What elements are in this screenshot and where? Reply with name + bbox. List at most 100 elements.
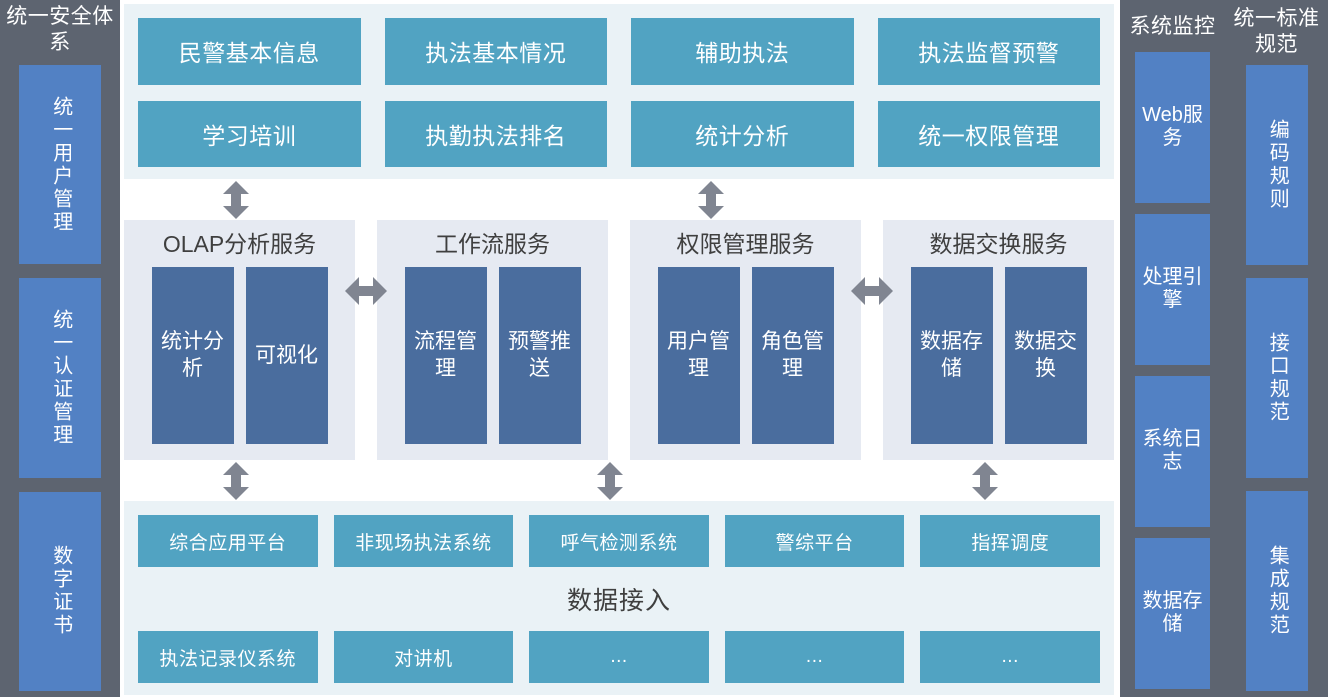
app-tile-label: 统计分析: [695, 122, 790, 149]
sidebar-item-interface-spec[interactable]: 接口规范: [1245, 278, 1308, 479]
sidebar-item-label: 编码规则: [1266, 119, 1289, 212]
data-tile-breath-test-system[interactable]: 呼气检测系统: [529, 515, 709, 567]
sidebar-item-label: 统一用户管理: [49, 95, 72, 234]
service-box-label: 数据交换: [1014, 330, 1077, 380]
arrow-band-upper: [120, 179, 1120, 220]
standard-sidebar-items: 编码规则 接口规范 集成规范: [1245, 65, 1308, 697]
service-panel-title: 工作流服务: [435, 231, 550, 257]
data-tile-walkie-talkie[interactable]: 对讲机: [333, 631, 514, 683]
data-tile-label: 执法记录仪系统: [159, 648, 297, 670]
data-tile-police-integrated-platform[interactable]: 警综平台: [724, 515, 905, 567]
data-row-bottom: 执法记录仪系统 对讲机 ... ... ...: [138, 631, 1100, 683]
service-box-user-mgmt[interactable]: 用户管理: [657, 267, 740, 444]
standard-sidebar: 统一标准规范 编码规则 接口规范 集成规范: [1225, 0, 1328, 697]
data-tile-offsite-enforcement-system[interactable]: 非现场执法系统: [333, 515, 514, 567]
sidebar-item-system-log[interactable]: 系统日志: [1135, 375, 1210, 527]
app-tile-enforcement-basics[interactable]: 执法基本情况: [384, 18, 607, 85]
sidebar-item-coding-rules[interactable]: 编码规则: [1245, 65, 1308, 266]
data-tile-label: ...: [1001, 646, 1019, 667]
service-box-label: 角色管理: [761, 330, 824, 380]
service-panel-boxes: 统计分析 可视化: [138, 267, 341, 444]
left-sidebar-title: 统一安全体系: [6, 5, 114, 54]
data-tile-command-dispatch[interactable]: 指挥调度: [920, 515, 1100, 567]
data-tile-label: ...: [610, 646, 628, 667]
double-arrow-vertical-icon: [595, 460, 625, 501]
app-tile-enforcement-supervision-alert[interactable]: 执法监督预警: [877, 18, 1100, 85]
service-gap-2: [608, 220, 630, 460]
sidebar-item-label: 接口规范: [1266, 332, 1289, 425]
main-column: 民警基本信息 执法基本情况 辅助执法 执法监督预警 学习培训 执勤执法排名 统计…: [120, 0, 1120, 697]
service-panel-data-exchange: 数据交换服务 数据存储 数据交换: [883, 220, 1114, 460]
left-sidebar-items: 统一用户管理 统一认证管理 数字证书: [19, 65, 101, 697]
app-tile-duty-enforcement-ranking[interactable]: 执勤执法排名: [384, 100, 607, 167]
data-tile-label: 呼气检测系统: [560, 532, 678, 554]
sidebar-item-label: 系统日志: [1142, 427, 1203, 474]
double-arrow-vertical-icon: [696, 179, 726, 220]
service-panel-title: 权限管理服务: [676, 231, 815, 257]
service-box-label: 数据存储: [920, 330, 983, 380]
service-box-data-storage[interactable]: 数据存储: [910, 267, 993, 444]
data-tile-label: 指挥调度: [971, 532, 1050, 554]
service-box-label: 用户管理: [667, 330, 730, 380]
data-tile-label: 综合应用平台: [169, 532, 287, 554]
service-box-label: 流程管理: [414, 330, 477, 380]
sidebar-item-label: 数据存储: [1142, 589, 1203, 636]
sidebar-item-processing-engine[interactable]: 处理引擎: [1135, 213, 1210, 365]
double-arrow-horizontal-icon: [343, 276, 389, 306]
sidebar-item-integration-spec[interactable]: 集成规范: [1245, 491, 1308, 691]
app-tile-statistical-analysis[interactable]: 统计分析: [631, 100, 854, 167]
data-tile-integrated-app-platform[interactable]: 综合应用平台: [138, 515, 318, 567]
app-tile-assisted-enforcement[interactable]: 辅助执法: [631, 18, 854, 85]
data-tile-label: ...: [805, 646, 824, 667]
data-access-label: 数据接入: [566, 587, 671, 615]
double-arrow-vertical-icon: [221, 179, 251, 220]
double-arrow-vertical-icon: [970, 460, 1000, 501]
sidebar-item-web-service[interactable]: Web服务: [1135, 51, 1210, 203]
service-panel-title: 数据交换服务: [929, 231, 1068, 257]
data-row-top: 综合应用平台 非现场执法系统 呼气检测系统 警综平台 指挥调度: [138, 515, 1100, 567]
arrow-band-lower: [120, 460, 1120, 501]
data-tile-label: 对讲机: [394, 648, 453, 670]
app-tile-label: 学习培训: [202, 122, 297, 149]
service-panel-boxes: 用户管理 角色管理: [644, 267, 847, 444]
service-box-data-exchange[interactable]: 数据交换: [1004, 267, 1087, 444]
data-tile-placeholder-3[interactable]: ...: [920, 631, 1100, 683]
service-panel-permission: 权限管理服务 用户管理 角色管理: [630, 220, 861, 460]
app-tile-label: 民警基本信息: [178, 40, 320, 67]
service-box-process-mgmt[interactable]: 流程管理: [404, 267, 487, 444]
service-panel-workflow: 工作流服务 流程管理 预警推送: [377, 220, 608, 460]
service-box-label: 可视化: [255, 343, 318, 367]
sidebar-item-unified-auth-mgmt[interactable]: 统一认证管理: [19, 278, 101, 478]
app-tile-label: 统一权限管理: [918, 122, 1060, 149]
service-layer-row: OLAP分析服务 统计分析 可视化 工作流服务: [124, 220, 1114, 460]
app-tile-unified-permission-mgmt[interactable]: 统一权限管理: [877, 100, 1100, 167]
double-arrow-horizontal-icon: [849, 276, 895, 306]
sidebar-item-unified-user-mgmt[interactable]: 统一用户管理: [19, 65, 101, 265]
data-tile-placeholder-2[interactable]: ...: [724, 631, 905, 683]
service-box-role-mgmt[interactable]: 角色管理: [751, 267, 834, 444]
data-tile-law-recorder-system[interactable]: 执法记录仪系统: [138, 631, 318, 683]
sidebar-item-data-storage[interactable]: 数据存储: [1135, 537, 1210, 689]
app-tile-label: 辅助执法: [695, 40, 790, 67]
service-panel-olap: OLAP分析服务 统计分析 可视化: [124, 220, 355, 460]
monitor-sidebar-items: Web服务 处理引擎 系统日志 数据存储: [1135, 51, 1210, 697]
service-box-statistical-analysis[interactable]: 统计分析: [151, 267, 234, 444]
sidebar-item-label: 数字证书: [49, 545, 72, 638]
service-box-visualization[interactable]: 可视化: [245, 267, 328, 444]
service-panel-boxes: 数据存储 数据交换: [897, 267, 1100, 444]
sidebar-item-digital-certificate[interactable]: 数字证书: [19, 491, 101, 692]
service-box-label: 预警推送: [508, 330, 571, 380]
app-tile-label: 执勤执法排名: [425, 122, 567, 149]
data-layer-panel: 综合应用平台 非现场执法系统 呼气检测系统 警综平台 指挥调度 数据接入 执: [124, 501, 1114, 695]
app-tile-police-basic-info[interactable]: 民警基本信息: [138, 18, 361, 85]
data-tile-label: 非现场执法系统: [355, 532, 492, 554]
service-box-alert-push[interactable]: 预警推送: [498, 267, 581, 444]
app-tile-learning-training[interactable]: 学习培训: [138, 100, 361, 167]
service-gap-1: [345, 220, 387, 460]
app-tile-label: 执法基本情况: [425, 40, 567, 67]
standard-sidebar-title: 统一标准规范: [1233, 7, 1320, 56]
app-tile-label: 执法监督预警: [918, 40, 1060, 67]
left-sidebar-security: 统一安全体系 统一用户管理 统一认证管理 数字证书: [0, 0, 120, 697]
data-tile-placeholder-1[interactable]: ...: [529, 631, 709, 683]
